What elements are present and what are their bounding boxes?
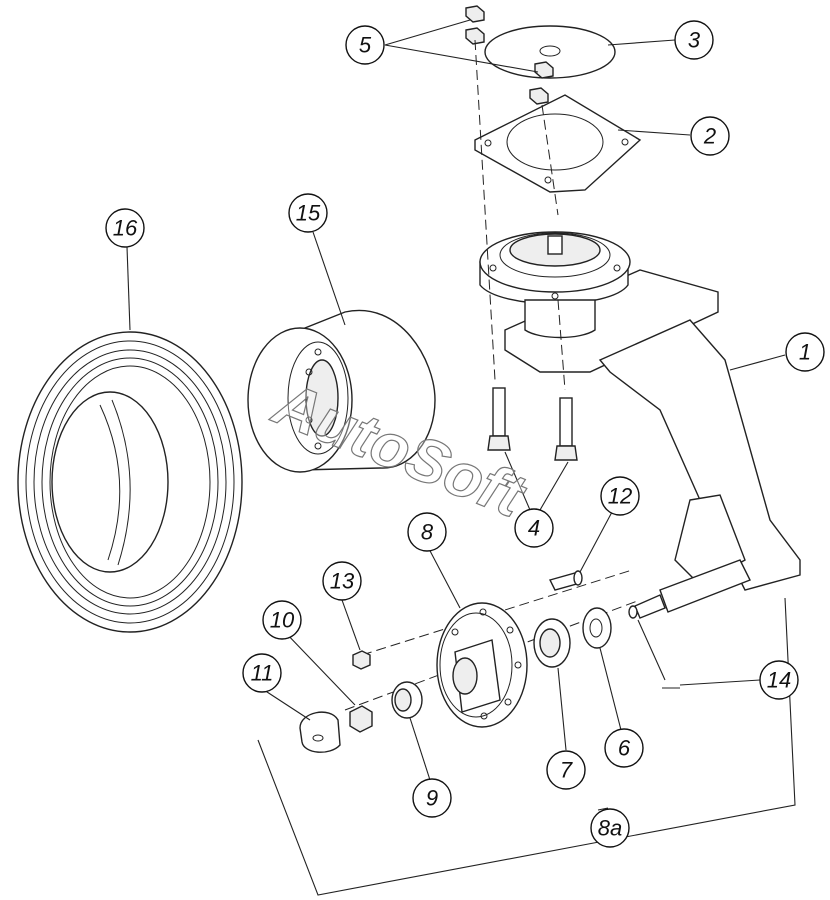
svg-text:6: 6	[618, 736, 631, 761]
callout-14: 14	[759, 660, 799, 700]
svg-text:15: 15	[296, 201, 321, 226]
callout-4: 4	[514, 508, 554, 548]
callout-13: 13	[322, 561, 362, 601]
castle-nut-part-10	[349, 705, 373, 733]
callout-1: 1	[785, 332, 825, 372]
callout-2: 2	[690, 116, 730, 156]
svg-text:16: 16	[113, 216, 138, 241]
svg-text:3: 3	[688, 28, 701, 53]
tire-part-16	[17, 331, 243, 633]
svg-text:5: 5	[359, 33, 372, 58]
svg-text:8: 8	[421, 520, 434, 545]
rim-part-15	[247, 309, 436, 473]
arm-bracket-part-1	[504, 269, 801, 591]
dust-cap-part-11	[299, 711, 341, 753]
axle-spindle	[628, 559, 751, 619]
callout-3: 3	[674, 20, 714, 60]
svg-text:9: 9	[426, 786, 438, 811]
svg-text:4: 4	[528, 516, 540, 541]
svg-text:11: 11	[251, 661, 274, 686]
callout-16: 16	[105, 208, 145, 248]
leader-lines	[126, 19, 786, 811]
svg-text:14: 14	[767, 668, 791, 693]
callout-8: 8	[407, 512, 447, 552]
svg-text:2: 2	[703, 124, 716, 149]
bolts-part-4	[487, 387, 578, 461]
callout-7: 7	[546, 750, 586, 790]
bearing-part-9	[391, 681, 423, 719]
pin-part-12	[548, 570, 583, 591]
callout-9: 9	[412, 778, 452, 818]
callout-10: 10	[262, 600, 302, 640]
nut-part-13	[352, 650, 371, 670]
callout-5: 5	[345, 25, 385, 65]
callout-11: 11	[242, 653, 282, 693]
svg-text:13: 13	[330, 569, 355, 594]
bearing-part-7	[533, 618, 571, 668]
svg-text:8a: 8a	[598, 816, 622, 841]
callout-15: 15	[288, 193, 328, 233]
svg-text:12: 12	[608, 484, 632, 509]
washer-part-6	[582, 607, 612, 649]
swivel-housing	[479, 231, 631, 339]
callout-12: 12	[600, 476, 640, 516]
svg-text:1: 1	[799, 340, 811, 365]
cover-plate-part-3	[484, 25, 616, 79]
hub-part-8	[436, 602, 528, 728]
callout-8a: 8a	[590, 808, 630, 848]
nuts-part-5	[465, 5, 554, 105]
svg-text:10: 10	[270, 608, 295, 633]
svg-text:7: 7	[560, 758, 573, 783]
callout-6: 6	[604, 728, 644, 768]
gasket-part-2	[474, 94, 642, 193]
